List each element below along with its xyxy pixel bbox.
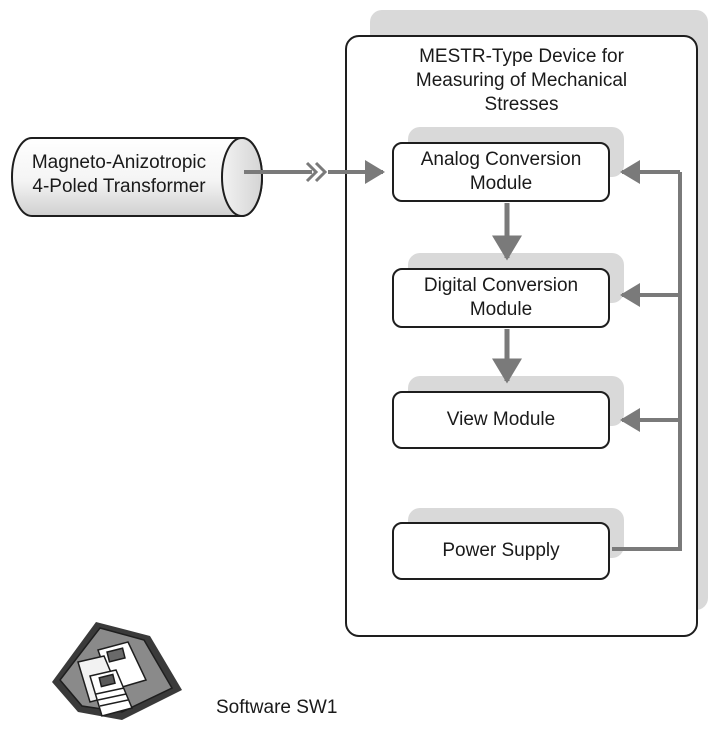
view-module[interactable]: View Module: [392, 391, 610, 449]
analog-conversion-module[interactable]: Analog Conversion Module: [392, 142, 610, 202]
power-supply-module[interactable]: Power Supply: [392, 522, 610, 580]
software-label: Software SW1: [216, 697, 338, 718]
digital-conversion-module[interactable]: Digital Conversion Module: [392, 268, 610, 328]
floppy-disk-icon: [52, 622, 182, 720]
transformer-cylinder[interactable]: [11, 137, 263, 217]
input-signal-arrow: [244, 160, 385, 184]
power-bus: [612, 160, 682, 551]
device-title: MESTR-Type Device for Measuring of Mecha…: [415, 46, 628, 115]
transformer-label: Magneto-Anizotropic 4-Poled Transformer: [31, 152, 207, 197]
